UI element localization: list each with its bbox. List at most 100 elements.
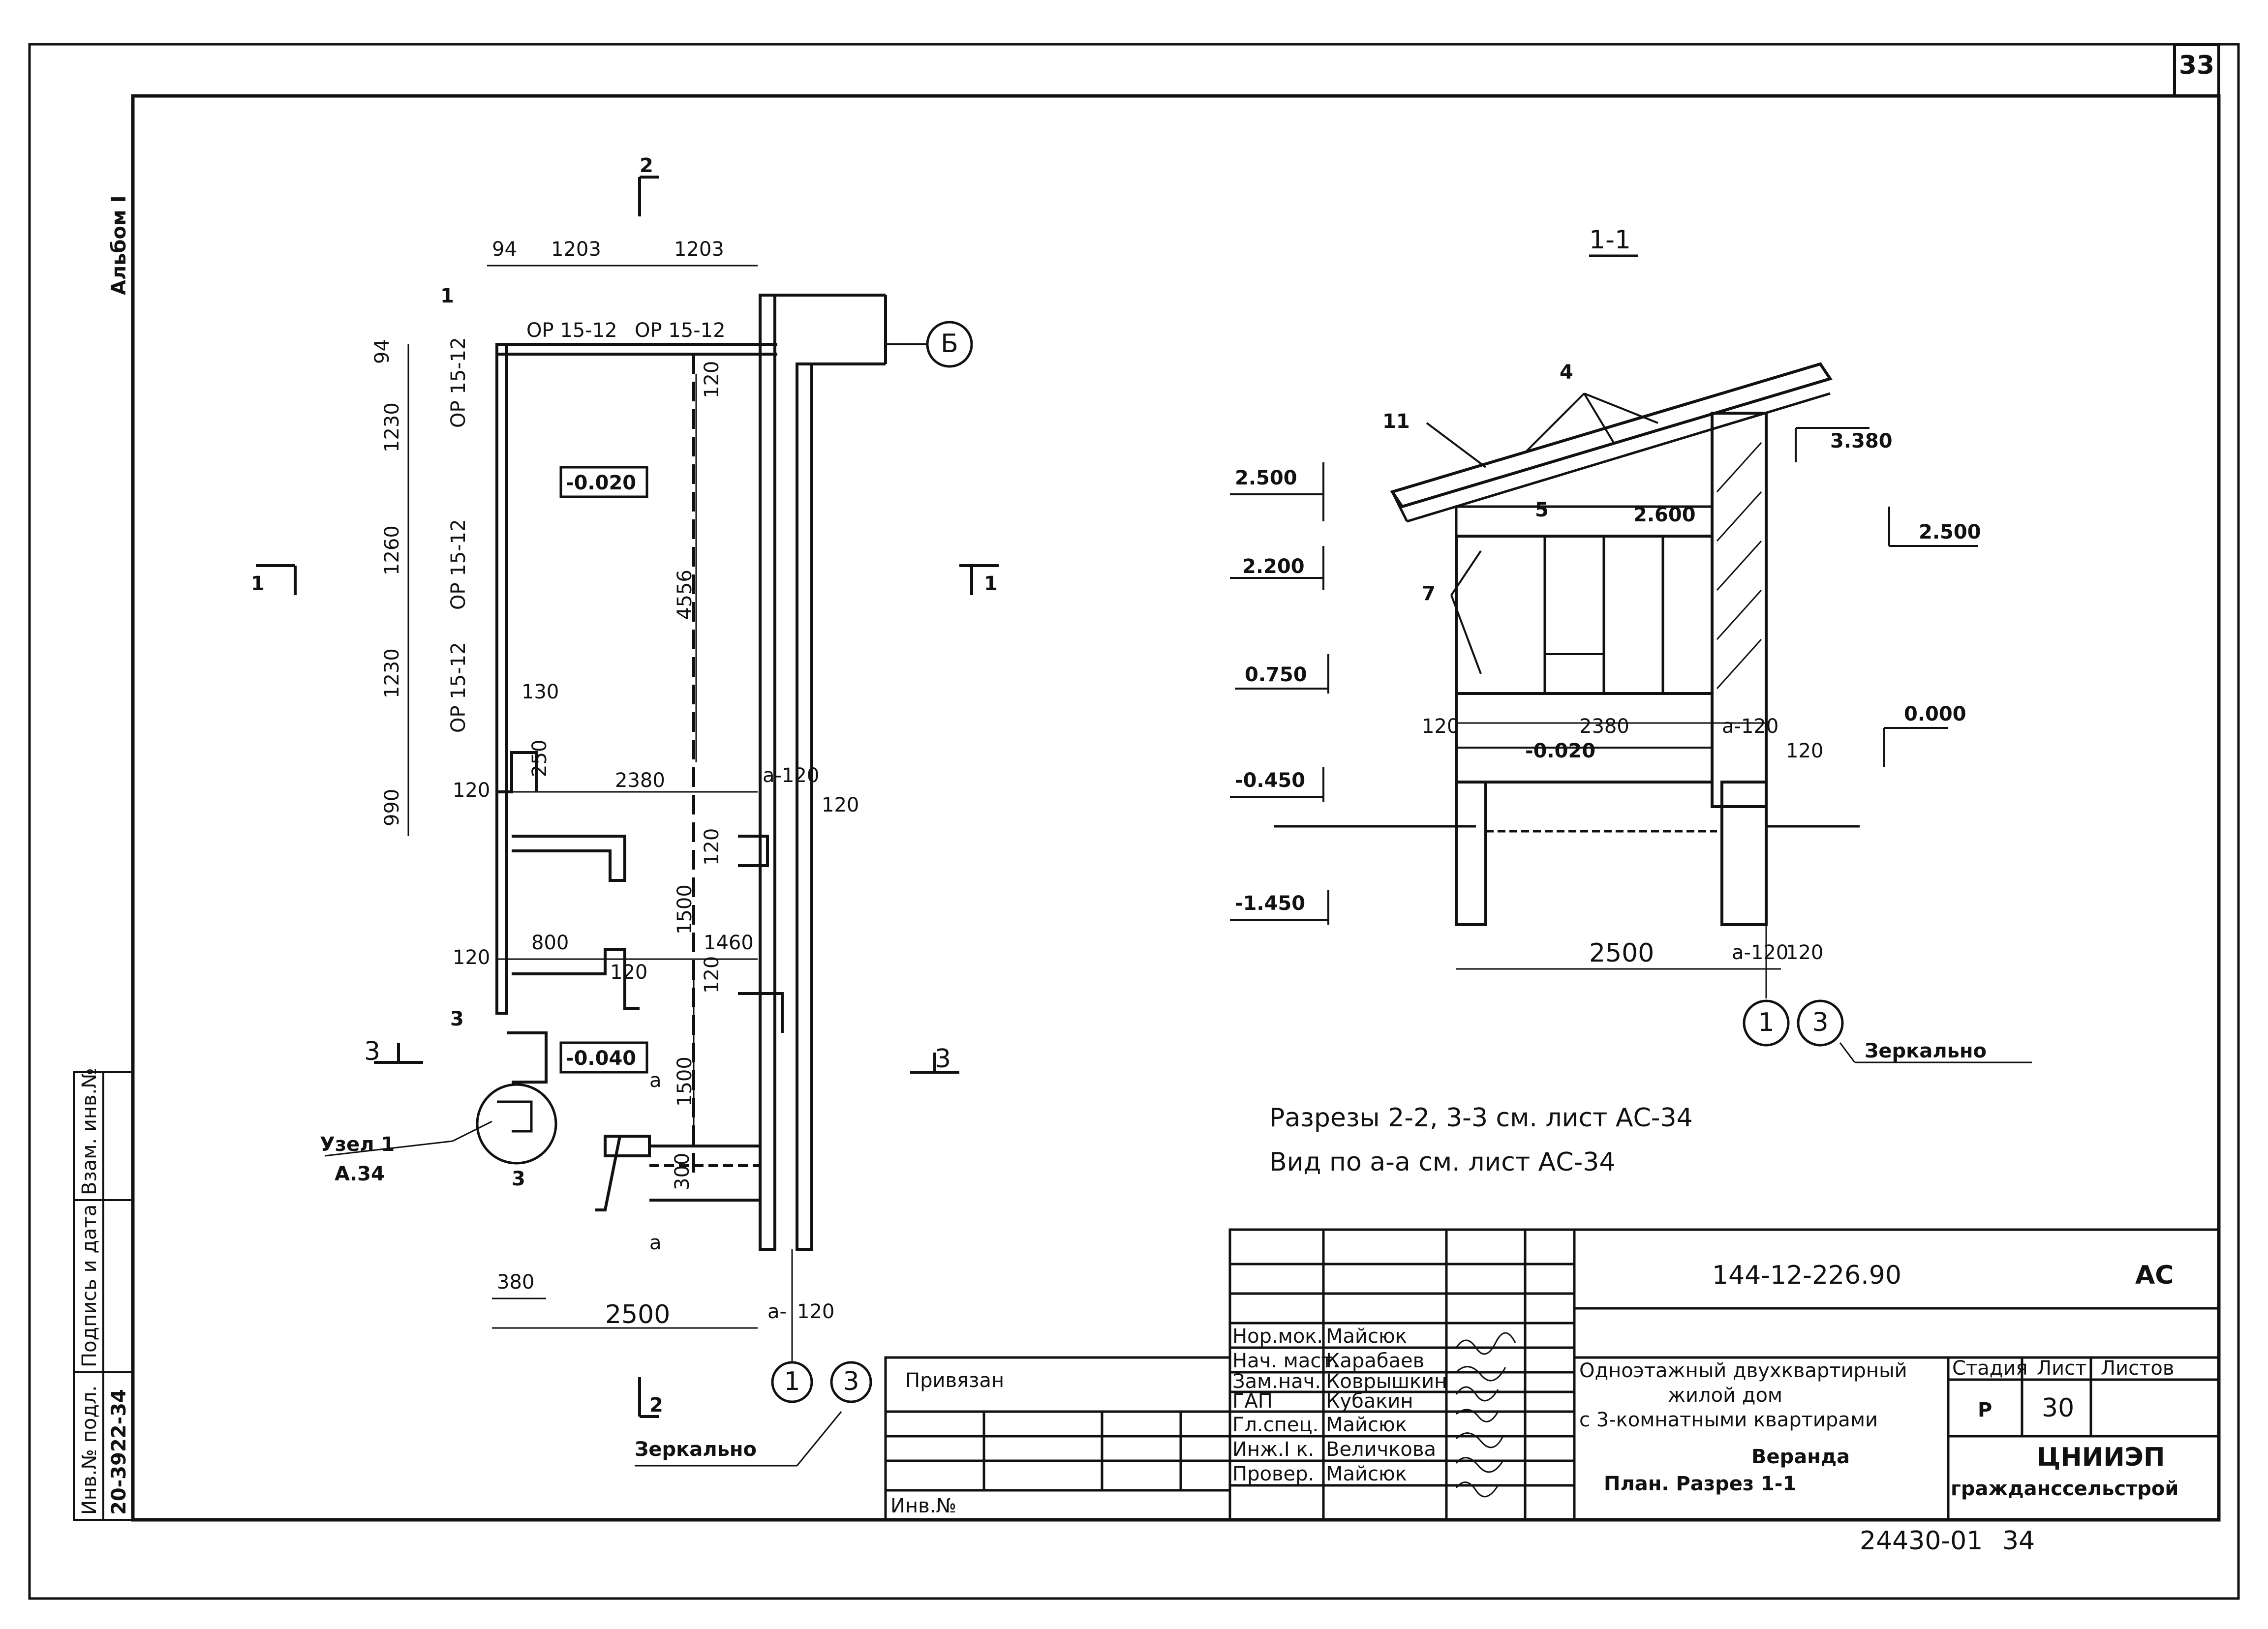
title-name-5: Майсюк bbox=[1326, 1414, 1407, 1436]
note-view: Вид по а-а см. лист АС-34 bbox=[1269, 1147, 1615, 1177]
title-name-6: Величкова bbox=[1326, 1438, 1436, 1461]
plan-dim-120-b: 120 bbox=[453, 779, 490, 802]
section-level-2600: 2.600 bbox=[1633, 504, 1696, 526]
plan-dim-1260: 1260 bbox=[381, 525, 403, 575]
section-dim-120-left: 120 bbox=[1422, 715, 1459, 738]
plan-cut-a-top: а bbox=[649, 1069, 662, 1092]
signatures bbox=[1455, 1332, 1516, 1498]
plan-dim-380: 380 bbox=[497, 1271, 534, 1294]
plan-cut-1-left: 1 bbox=[251, 573, 265, 595]
plan-axis-1: 1 bbox=[784, 1367, 800, 1396]
title-stage: Р bbox=[1978, 1399, 1992, 1421]
plan-dim-130: 130 bbox=[521, 681, 559, 703]
plan-dim-1203-b: 1203 bbox=[674, 238, 724, 261]
section-level-3380: 3.380 bbox=[1830, 430, 1893, 452]
plan-cut-a-bottom: а bbox=[649, 1232, 662, 1254]
plan-dim-800: 800 bbox=[531, 932, 569, 954]
binding-inv-value: 20-3922-34 bbox=[108, 1389, 130, 1515]
plan-node-label: Узел 1 bbox=[320, 1133, 395, 1156]
section-mirror: Зеркально bbox=[1865, 1040, 1987, 1062]
section-title: 1-1 bbox=[1589, 225, 1631, 255]
plan-mark-3a: 3 bbox=[450, 1008, 464, 1030]
title-building-line-1: Одноэтажный двухквартирный bbox=[1579, 1359, 1907, 1382]
plan-dim-120-d: 120 bbox=[701, 828, 723, 866]
veranda-plan bbox=[256, 176, 999, 1467]
title-role-7: Провер. bbox=[1232, 1463, 1314, 1485]
section-level-2200: 2.200 bbox=[1242, 555, 1305, 578]
plan-node-sheet: А.34 bbox=[335, 1163, 385, 1185]
section-axis-1: 1 bbox=[1758, 1008, 1774, 1037]
footer-page: 34 bbox=[2002, 1526, 2035, 1556]
title-stage-label: Стадия bbox=[1952, 1357, 2027, 1380]
title-sheet-title-2: План. Разрез 1-1 bbox=[1604, 1473, 1796, 1495]
plan-dim-1230-b: 1230 bbox=[381, 648, 403, 698]
title-name-3: Коврышкин bbox=[1326, 1370, 1447, 1393]
plan-cut-3-left: 3 bbox=[364, 1037, 380, 1066]
section-level-2500-left: 2.500 bbox=[1235, 467, 1297, 489]
section-marker-7: 7 bbox=[1422, 582, 1436, 605]
plan-cut-2-top: 2 bbox=[640, 154, 653, 177]
section-marker-5: 5 bbox=[1535, 499, 1549, 521]
title-role-1: Нор.мок. bbox=[1232, 1325, 1323, 1348]
title-building-line-3: с 3-комнатными квартирами bbox=[1579, 1409, 1878, 1431]
title-name-4: Кубакин bbox=[1326, 1390, 1413, 1413]
section-level-m0020: -0.020 bbox=[1525, 740, 1595, 762]
section-dim-120-bottom: 120 bbox=[1786, 941, 1823, 964]
plan-dim-120-f: 120 bbox=[610, 961, 647, 984]
binding-inv-original: Инв.№ подл. bbox=[78, 1386, 101, 1515]
title-sheets-label: Листов bbox=[2101, 1357, 2174, 1380]
title-org-1: ЦНИИЭП bbox=[2037, 1443, 2165, 1472]
title-sheet-no: 30 bbox=[2042, 1393, 2074, 1423]
plan-window-mark-side-a: ОР 15-12 bbox=[447, 337, 470, 428]
section-dim-2380: 2380 bbox=[1579, 715, 1629, 738]
section-level-0750: 0.750 bbox=[1245, 664, 1307, 686]
plan-mark-3b: 3 bbox=[512, 1168, 525, 1190]
section-axis-3: 3 bbox=[1812, 1008, 1828, 1037]
title-sheet-title-1: Веранда bbox=[1751, 1446, 1850, 1468]
plan-dim-1500-a: 1500 bbox=[674, 884, 696, 935]
binding-replace-inv: Взам. инв.№ bbox=[78, 1068, 101, 1195]
binding-strip bbox=[73, 1071, 134, 1521]
plan-dim-120-g: 120 bbox=[701, 956, 723, 994]
album-label: Альбом I bbox=[108, 196, 130, 295]
plan-cut-1-right: 1 bbox=[984, 573, 998, 595]
plan-mirror: Зеркально bbox=[635, 1438, 757, 1461]
title-bound-label: Привязан bbox=[905, 1369, 1004, 1392]
section-marker-4: 4 bbox=[1560, 361, 1573, 384]
plan-dim-120-e: 120 bbox=[453, 946, 490, 969]
plan-dim-2380: 2380 bbox=[615, 769, 665, 792]
plan-dim-300: 300 bbox=[671, 1153, 694, 1190]
section-marker-11: 11 bbox=[1382, 410, 1410, 433]
plan-dim-2500: 2500 bbox=[605, 1300, 670, 1329]
sheet-number: 33 bbox=[2179, 51, 2214, 80]
footer-code: 24430-01 bbox=[1860, 1526, 1983, 1556]
plan-dim-a: а- bbox=[767, 1300, 787, 1323]
title-inv-no: Инв.№ bbox=[890, 1495, 956, 1517]
title-sheet-label: Лист bbox=[2037, 1357, 2086, 1380]
plan-dim-94-left: 94 bbox=[371, 339, 394, 364]
plan-dim-1460: 1460 bbox=[704, 932, 754, 954]
title-name-1: Майсюк bbox=[1326, 1325, 1407, 1348]
plan-dim-990: 990 bbox=[381, 789, 403, 826]
plan-cut-2-bottom: 2 bbox=[649, 1394, 663, 1417]
section-level-m0450: -0.450 bbox=[1235, 769, 1305, 792]
plan-dim-250: 250 bbox=[528, 740, 551, 777]
title-role-6: Инж.I к. bbox=[1232, 1438, 1314, 1461]
section-level-2500-right: 2.500 bbox=[1919, 521, 1981, 543]
plan-level-room: -0.020 bbox=[566, 472, 636, 494]
plan-cut-3-right: 3 bbox=[935, 1044, 951, 1074]
title-role-4: ГАП bbox=[1232, 1390, 1273, 1413]
plan-dim-4556: 4556 bbox=[674, 570, 696, 620]
plan-level-lower: -0.040 bbox=[566, 1047, 636, 1070]
binding-signature-date: Подпись и дата bbox=[78, 1205, 101, 1367]
note-sections: Разрезы 2-2, 3-3 см. лист АС-34 bbox=[1269, 1103, 1693, 1133]
plan-dim-1230-a: 1230 bbox=[381, 402, 403, 452]
plan-dim-1500-b: 1500 bbox=[674, 1056, 696, 1107]
section-1-1 bbox=[1230, 254, 2032, 1063]
plan-dim-a120: а-120 bbox=[763, 764, 819, 787]
title-building-line-2: жилой дом bbox=[1668, 1384, 1782, 1407]
plan-window-mark-side-c: ОР 15-12 bbox=[447, 642, 470, 733]
plan-window-mark-top-a: ОР 15-12 bbox=[526, 319, 617, 342]
title-role-5: Гл.спец. bbox=[1232, 1414, 1318, 1436]
